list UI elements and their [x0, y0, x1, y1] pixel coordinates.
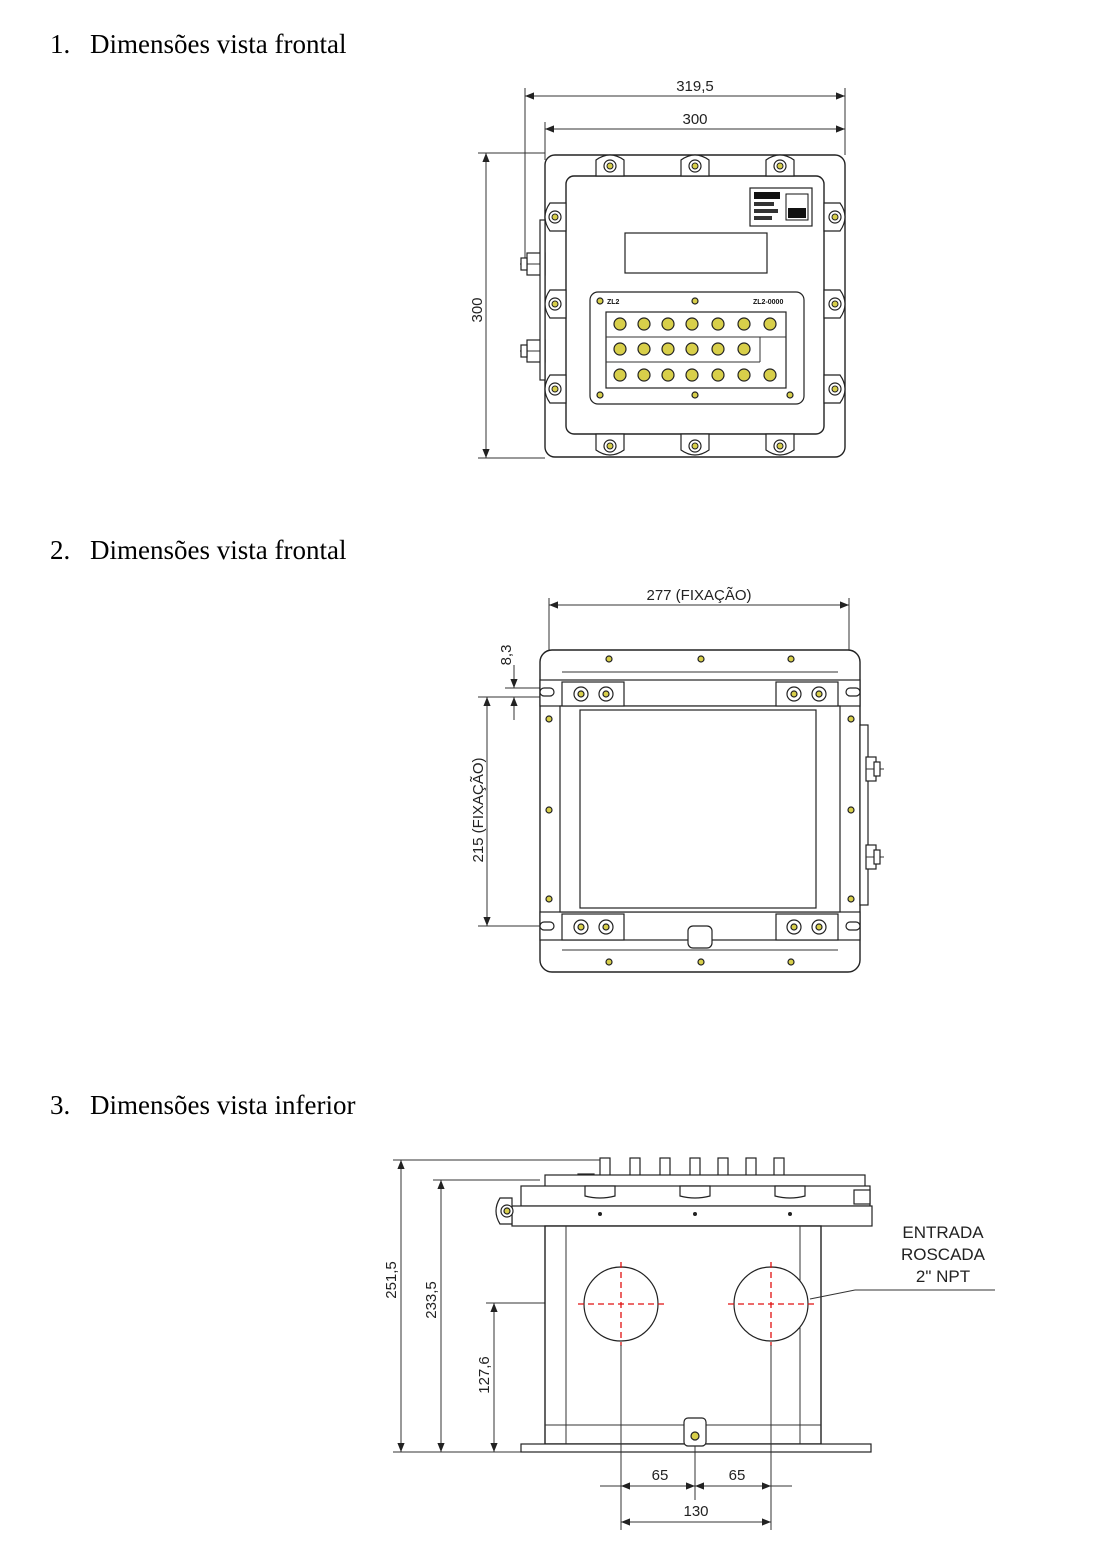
terminal-grid: [606, 317, 786, 382]
section-title: Dimensões vista frontal: [90, 29, 347, 59]
panel-label-left: ZL2: [607, 299, 620, 306]
dim-mount-height: 215 (FIXAÇÃO): [470, 757, 487, 862]
dim-spacing-right: 65: [729, 1467, 746, 1484]
dim-inner-width: 300: [682, 111, 707, 128]
dim-height: 300: [469, 297, 486, 322]
section-number: 3.: [50, 1090, 71, 1120]
section-number: 1.: [50, 29, 71, 59]
dim-total-height: 251,5: [383, 1261, 400, 1299]
dim-mount-width: 277 (FIXAÇÃO): [646, 587, 751, 604]
section-title: Dimensões vista frontal: [90, 535, 347, 565]
panel-label-right: ZL2-0000: [753, 299, 783, 306]
drawing-bottom-view: 251,5 233,5 127,6: [383, 1157, 995, 1530]
dim-inlet-height: 127,6: [476, 1356, 493, 1394]
dim-offset: 8,3: [498, 645, 515, 666]
section-number: 2.: [50, 535, 71, 565]
inlet-note-line-1: ENTRADA: [902, 1223, 984, 1242]
dim-body-height: 233,5: [423, 1281, 440, 1319]
section-title: Dimensões vista inferior: [90, 1090, 356, 1120]
dim-overall-width: 319,5: [676, 78, 714, 95]
inlet-note-line-3: 2" NPT: [916, 1267, 970, 1286]
dim-spacing-left: 65: [652, 1467, 669, 1484]
drawing-front-view-2: 277 (FIXAÇÃO) 8,3 215 (FIXAÇÃO): [470, 587, 884, 973]
section-heading-1: 1. Dimensões vista frontal: [50, 28, 346, 60]
section-heading-3: 3. Dimensões vista inferior: [50, 1089, 355, 1121]
section-heading-2: 2. Dimensões vista frontal: [50, 534, 346, 566]
inlet-note-line-2: ROSCADA: [901, 1245, 986, 1264]
drawing-front-view-1: 319,5 300 300: [469, 78, 846, 459]
dim-spacing-total: 130: [683, 1503, 708, 1520]
